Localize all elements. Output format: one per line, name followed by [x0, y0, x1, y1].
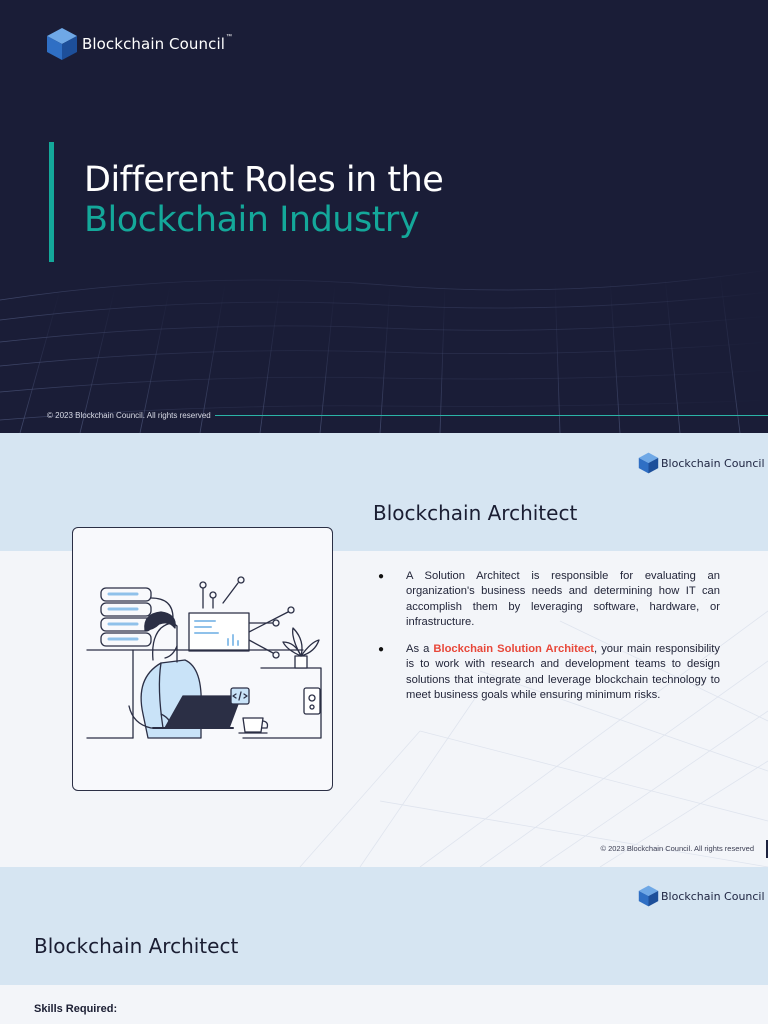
- brand-logo: Blockchain Council: [638, 452, 765, 474]
- title-slide: Blockchain Council ™ Different Roles in …: [0, 0, 768, 433]
- developer-at-laptop-icon: [86, 576, 322, 739]
- brand-logo: Blockchain Council ™: [46, 27, 232, 61]
- copyright-text: © 2023 Blockchain Council. All rights re…: [47, 411, 211, 420]
- bullet-item: A Solution Architect is responsible for …: [378, 642, 720, 703]
- network-mesh-background: [0, 269, 768, 433]
- title-accent-bar: [49, 142, 54, 262]
- slide-heading: Blockchain Architect: [34, 934, 239, 958]
- cube-logo-icon: [47, 28, 77, 60]
- slide-heading: Blockchain Architect: [373, 501, 578, 525]
- slide-title-line2: Blockchain Industry: [84, 200, 420, 240]
- brand-logo: Blockchain Council: [638, 885, 765, 907]
- trademark-mark: ™: [226, 34, 233, 40]
- bullet-suffix: , your main responsibility is to work wi…: [406, 643, 720, 702]
- bullet-item: ● A Solution Architect is responsible fo…: [378, 569, 720, 630]
- brand-name: Blockchain Council: [661, 456, 765, 470]
- brand-name: Blockchain Council: [661, 889, 765, 903]
- architect-slide: Blockchain Council Blockchain Architect: [0, 433, 768, 867]
- brand-name: Blockchain Council: [82, 35, 226, 53]
- bullet-prefix: As a: [406, 643, 434, 656]
- footer-divider: [215, 415, 768, 416]
- highlighted-role: Blockchain Solution Architect: [433, 643, 595, 656]
- mesh-background: [299, 610, 768, 867]
- cube-logo-icon: [638, 452, 659, 474]
- bullet-marker: ●: [378, 644, 385, 656]
- bullet-text: A Solution Architect is responsible for …: [406, 570, 720, 628]
- copyright-text: © 2023 Blockchain Council. All rights re…: [600, 844, 754, 853]
- developer-illustration: [72, 527, 333, 791]
- bullet-text: As a Blockchain Solution Architect, your…: [406, 642, 720, 703]
- bullet-list: ● A Solution Architect is responsible fo…: [378, 569, 720, 715]
- cube-logo-icon: [638, 885, 659, 907]
- edge-marker: [766, 840, 768, 858]
- slide-title-line1: Different Roles in the: [84, 160, 444, 200]
- bullet-marker: ●: [378, 571, 385, 582]
- skills-slide: Blockchain Council Blockchain Architect …: [0, 867, 768, 1024]
- header-band: [0, 867, 768, 985]
- skills-label: Skills Required:: [34, 1003, 118, 1015]
